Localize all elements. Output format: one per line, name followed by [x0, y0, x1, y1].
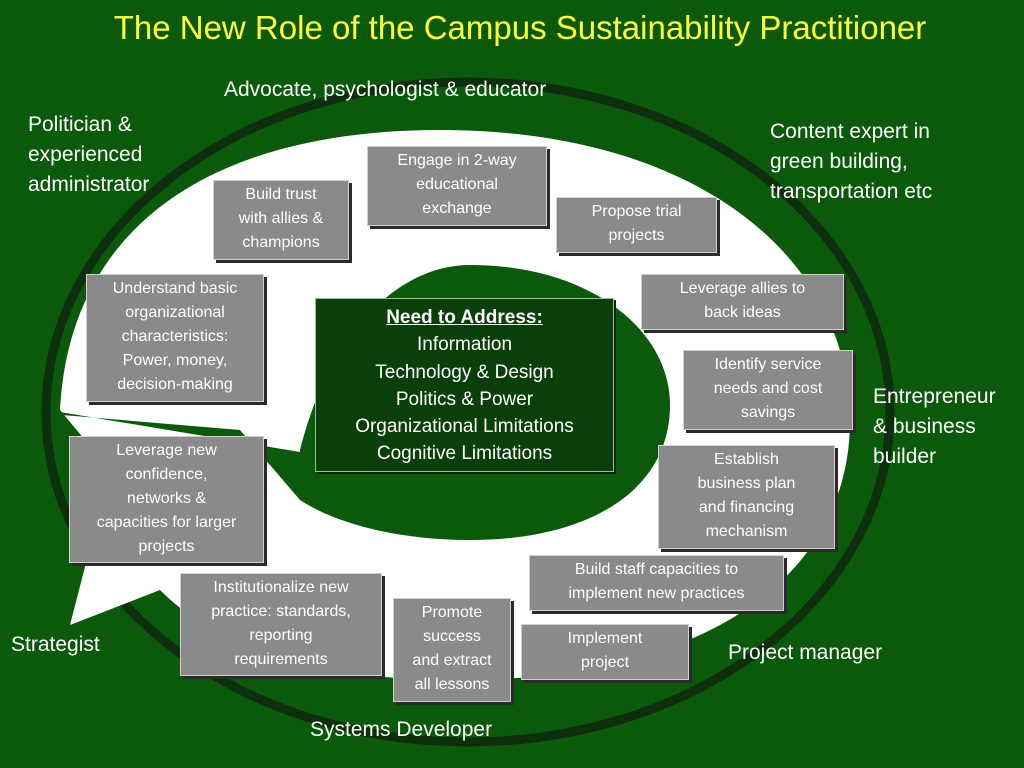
- need-item-organizational: Organizational Limitations: [355, 416, 574, 438]
- diagram-title: The New Role of the Campus Sustainabilit…: [113, 9, 927, 46]
- need-item-politics: Politics & Power: [395, 388, 534, 410]
- step-identify-service: Identify service needs and cost savings: [683, 350, 853, 430]
- need-item-technology: Technology & Design: [375, 361, 554, 383]
- step-engage: Engage in 2-way educational exchange: [367, 146, 547, 226]
- step-build-staff: Build staff capacities to implement new …: [529, 555, 784, 611]
- ring-arrow-cut: [60, 412, 300, 500]
- need-item-information: Information: [416, 334, 513, 356]
- role-advocate: Advocate, psychologist & educator: [224, 78, 547, 101]
- step-propose-trial: Propose trial projects: [556, 197, 717, 253]
- outer-ellipse: [41, 77, 895, 747]
- role-content-expert: Content expert in green building, transp…: [770, 120, 933, 203]
- need-to-address-heading: Need to Address:: [386, 307, 543, 328]
- need-item-cognitive: Cognitive Limitations: [376, 443, 553, 465]
- step-implement: Implement project: [521, 624, 689, 680]
- step-institutionalize: Institutionalize new practice: standards…: [180, 573, 382, 676]
- step-promote: Promote success and extract all lessons: [393, 598, 511, 702]
- step-understand: Understand basic organizational characte…: [86, 274, 264, 402]
- step-leverage-allies: Leverage allies to back ideas: [641, 274, 844, 330]
- step-leverage-confidence: Leverage new confidence, networks & capa…: [69, 436, 264, 563]
- need-to-address-box: Need to Address: Information Technology …: [315, 298, 614, 472]
- role-systems-developer: Systems Developer: [310, 718, 493, 741]
- step-establish-plan: Establish business plan and financing me…: [658, 445, 835, 549]
- role-project-manager: Project manager: [728, 641, 883, 664]
- role-entrepreneur: Entrepreneur & business builder: [873, 385, 996, 468]
- role-strategist: Strategist: [11, 633, 100, 656]
- step-build-trust: Build trust with allies & champions: [213, 180, 349, 260]
- role-politician: Politician & experienced administrator: [28, 113, 150, 196]
